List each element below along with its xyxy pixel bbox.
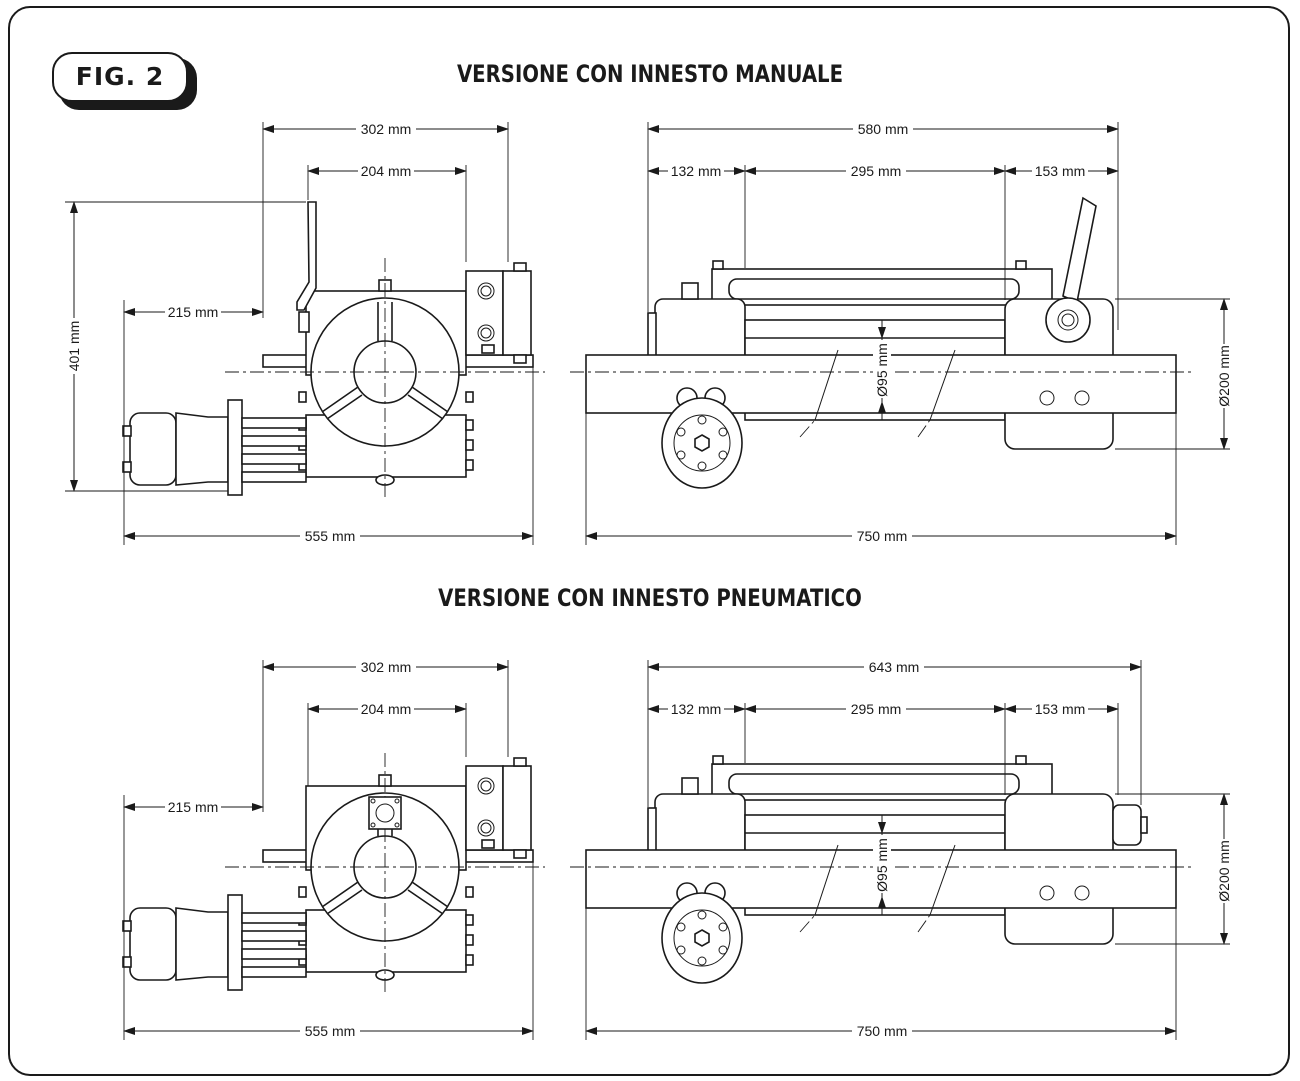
dim-d95-b: Ø95 mm <box>874 838 890 892</box>
dim-555: 555 mm <box>305 528 356 544</box>
dim-d95: Ø95 mm <box>874 343 890 397</box>
dim-204-b: 204 mm <box>361 701 412 717</box>
dim-401: 401 mm <box>66 321 82 372</box>
dim-295-b: 295 mm <box>851 701 902 717</box>
dim-302-b: 302 mm <box>361 659 412 675</box>
dim-750-b: 750 mm <box>857 1023 908 1039</box>
dim-215-b: 215 mm <box>168 799 219 815</box>
side-view-manual <box>122 201 546 501</box>
section-title-manual: VERSIONE CON INNESTO MANUALE <box>456 60 844 88</box>
dim-643: 643 mm <box>869 659 920 675</box>
dim-153-b: 153 mm <box>1035 701 1086 717</box>
dim-153: 153 mm <box>1035 163 1086 179</box>
figure-label: FIG. 2 <box>52 52 188 102</box>
dim-d200-b: Ø200 mm <box>1216 840 1232 901</box>
dim-750: 750 mm <box>857 528 908 544</box>
dim-132: 132 mm <box>671 163 722 179</box>
drawing-frame <box>8 6 1290 1076</box>
dim-555-b: 555 mm <box>305 1023 356 1039</box>
front-view-pneumatic <box>569 755 1196 984</box>
dim-302: 302 mm <box>361 121 412 137</box>
dim-204: 204 mm <box>361 163 412 179</box>
dim-d200: Ø200 mm <box>1216 345 1232 406</box>
dimension-labels-pneumatic: 302 mm 204 mm 215 mm 555 mm 643 mm 132 m… <box>165 658 1233 1040</box>
dim-580: 580 mm <box>858 121 909 137</box>
front-view-manual <box>569 196 1196 489</box>
dim-295: 295 mm <box>851 163 902 179</box>
section-title-pneumatic: VERSIONE CON INNESTO PNEUMATICO <box>438 584 862 612</box>
dim-132-b: 132 mm <box>671 701 722 717</box>
dim-215: 215 mm <box>168 304 219 320</box>
side-view-pneumatic <box>122 752 546 996</box>
dimension-labels-manual: 302 mm 204 mm 215 mm 401 mm 555 mm 580 m… <box>65 120 1233 545</box>
